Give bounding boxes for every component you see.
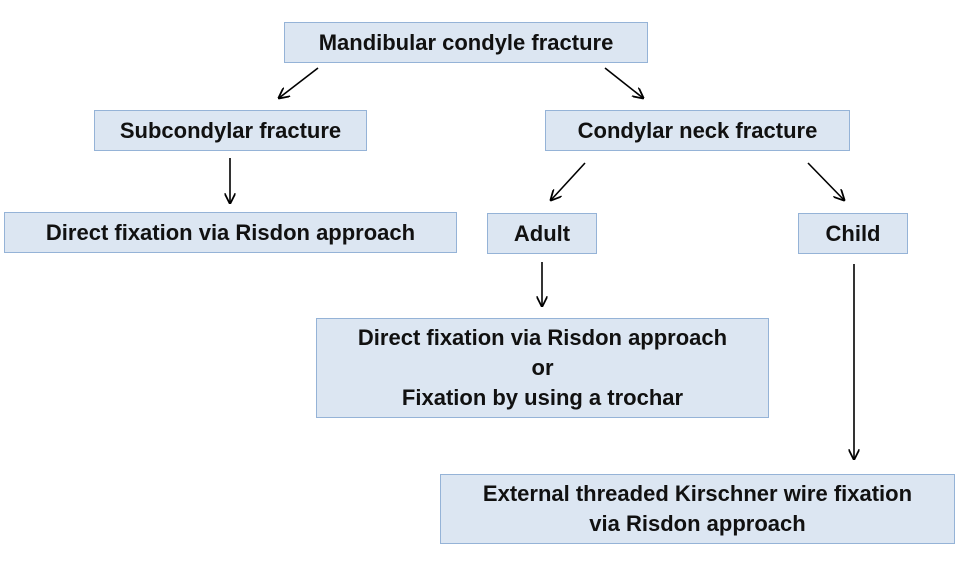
- arrow-neck-to-child: [807, 162, 844, 200]
- node-label: Subcondylar fracture: [119, 117, 342, 143]
- node-label: Adult: [513, 220, 571, 246]
- node-adult: Adult: [487, 213, 597, 254]
- arrow-root-to-neck: [604, 67, 643, 98]
- node-mandibular-condyle-fracture: Mandibular condyle fracture: [284, 22, 648, 63]
- node-label: Direct fixation via Risdon approach: [45, 219, 416, 245]
- node-label: Child: [825, 220, 881, 246]
- node-child: Child: [798, 213, 908, 254]
- arrow-neck-to-adult: [551, 162, 586, 200]
- node-label-line-1: Direct fixation via Risdon approach: [357, 325, 728, 350]
- node-label-line-1: External threaded Kirschner wire fixatio…: [482, 481, 913, 506]
- node-label: Condylar neck fracture: [577, 117, 818, 143]
- node-label-line-2: via Risdon approach: [589, 511, 806, 536]
- node-child-treatment: External threaded Kirschner wire fixatio…: [440, 474, 955, 544]
- node-subcondylar-treatment: Direct fixation via Risdon approach: [4, 212, 457, 253]
- node-condylar-neck-fracture: Condylar neck fracture: [545, 110, 850, 151]
- arrow-root-to-subcondylar: [279, 67, 319, 98]
- node-adult-treatment: Direct fixation via Risdon approach or F…: [316, 318, 769, 418]
- node-label: Mandibular condyle fracture: [318, 29, 614, 55]
- node-subcondylar-fracture: Subcondylar fracture: [94, 110, 367, 151]
- node-label-line-2: or: [531, 355, 554, 380]
- node-label-line-3: Fixation by using a trochar: [401, 385, 684, 410]
